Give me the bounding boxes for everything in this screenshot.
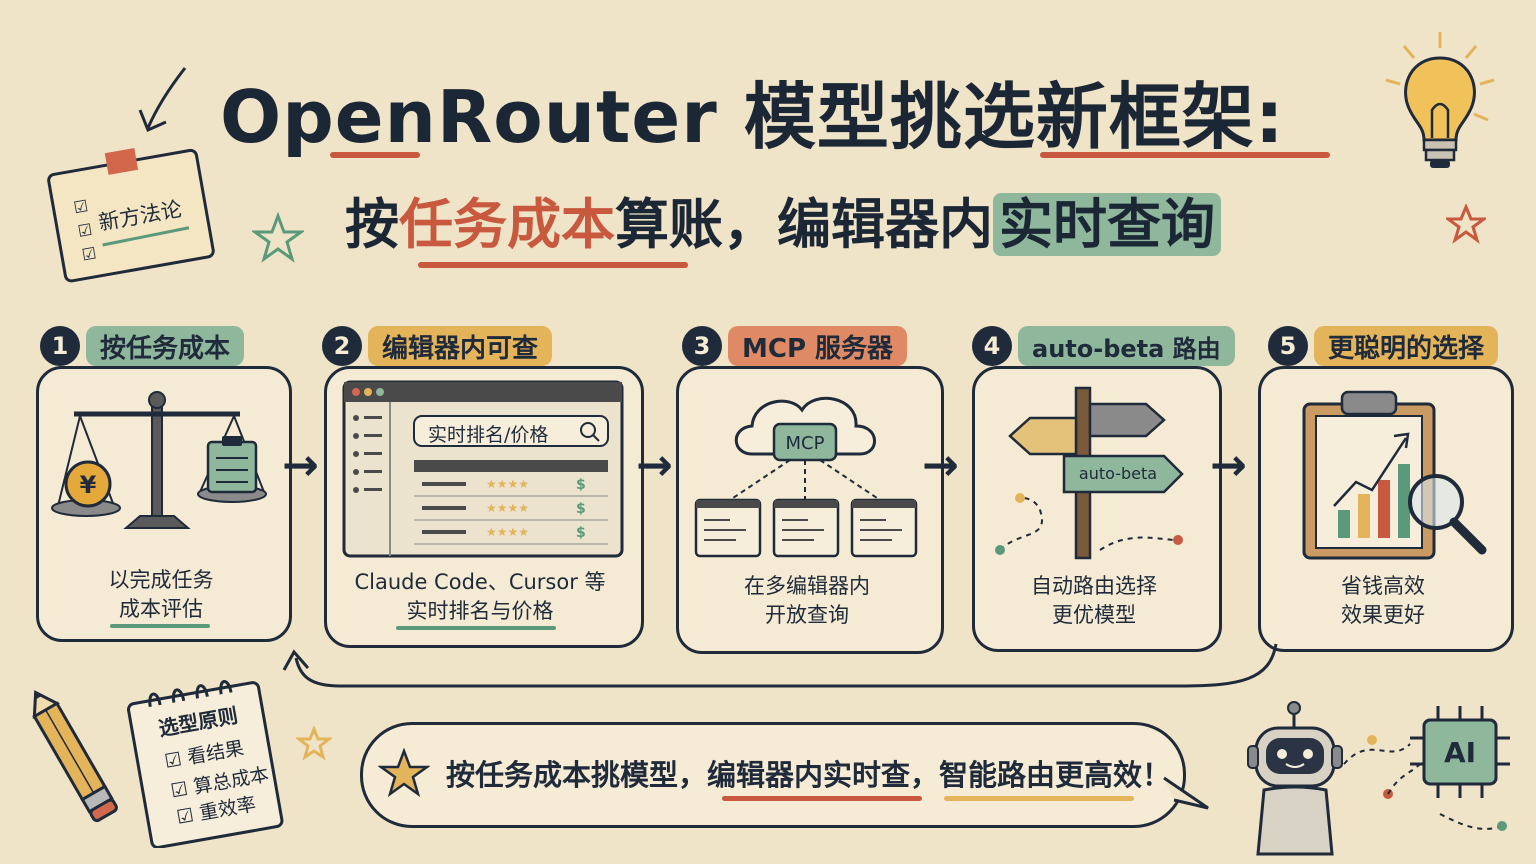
lightbulb-icon [1385, 32, 1495, 168]
signpost-label: auto-beta [1079, 464, 1157, 483]
subtitle-highlight-cost: 任务成本 [399, 193, 615, 256]
svg-text:☑: ☑ [72, 196, 89, 217]
step-label-2: 编辑器内可查 [368, 326, 553, 366]
svg-text:★★★★: ★★★★ [486, 501, 529, 515]
curved-arrow-icon [138, 67, 187, 133]
loop-back-arrow [282, 643, 1278, 688]
caption-line: 以完成任务 [108, 568, 214, 592]
svg-text:★★★★: ★★★★ [486, 477, 529, 491]
subtitle-part: 按 [345, 193, 399, 256]
step-caption-5: 省钱高效 效果更好 [1268, 572, 1498, 630]
subtitle-highlight-realtime: 实时查询 [993, 193, 1221, 256]
clipboard-chart-icon [1302, 390, 1487, 560]
caption-line: 省钱高效 [1341, 574, 1425, 598]
step-label-5: 更聪明的选择 [1314, 326, 1499, 366]
caption-line: Claude Code、Cursor 等 [354, 570, 606, 594]
pencil-icon [32, 690, 118, 823]
price-symbol: $ [576, 477, 586, 493]
notepad [127, 680, 284, 848]
step-caption-3: 在多编辑器内 开放查询 [686, 572, 928, 630]
signpost-icon: auto-beta [995, 386, 1184, 560]
star-icon [296, 726, 332, 761]
svg-text:★★★★: ★★★★ [486, 525, 529, 539]
subtitle-underline [418, 262, 688, 268]
bubble-tail [1163, 776, 1209, 810]
star-icon [378, 748, 430, 798]
step-number-4: 4 [972, 326, 1012, 366]
step-number-5: 5 [1268, 326, 1308, 366]
caption-line: 开放查询 [765, 603, 849, 627]
step-caption-1: 以完成任务 成本评估 [56, 566, 266, 624]
caption-line: 成本评估 [119, 597, 203, 621]
mcp-server-network: MCP [694, 396, 918, 558]
editor-window-mock: ★★★★ ★★★★ ★★★★ $ $ $ [342, 380, 624, 558]
summary-underline [944, 796, 1134, 801]
right-arrow-icon: → [1210, 440, 1247, 491]
caption-underline [110, 624, 210, 628]
step-caption-4: 自动路由选择 更优模型 [982, 572, 1206, 630]
step-label-3: MCP 服务器 [728, 326, 908, 366]
step-caption-2: Claude Code、Cursor 等 实时排名与价格 [330, 568, 630, 626]
caption-line: 在多编辑器内 [744, 574, 870, 598]
summary-underline [722, 796, 922, 801]
caption-line: 自动路由选择 [1031, 574, 1157, 598]
page-subtitle: 按任务成本算账，编辑器内实时查询 [345, 180, 1405, 264]
step-number-3: 3 [682, 326, 722, 366]
right-arrow-icon: → [922, 440, 959, 491]
svg-text:☑: ☑ [80, 243, 97, 264]
coin-symbol: ¥ [80, 471, 97, 499]
star-icon [1446, 204, 1486, 244]
price-symbol: $ [576, 525, 586, 541]
svg-text:☑: ☑ [76, 220, 93, 241]
price-symbol: $ [576, 501, 586, 517]
mcp-label: MCP [786, 433, 825, 454]
sticky-note: ☑ ☑ ☑ [47, 148, 215, 283]
caption-line: 更优模型 [1052, 603, 1136, 627]
title-underline [1040, 152, 1330, 158]
step-number-1: 1 [40, 326, 80, 366]
caption-line: 效果更好 [1341, 603, 1425, 627]
star-icon [252, 212, 304, 263]
ai-chip-label: AI [1444, 736, 1476, 769]
subtitle-part: 算账，编辑器内 [615, 193, 993, 256]
right-arrow-icon: → [282, 440, 319, 491]
caption-line: 实时排名与价格 [406, 599, 554, 623]
robot-ai-illustration: AI [1247, 701, 1510, 856]
page-title: OpenRouter 模型挑选新框架: [220, 75, 1285, 159]
title-underline [330, 152, 420, 158]
caption-underline [396, 626, 556, 630]
right-arrow-icon: → [636, 440, 673, 491]
step-number-2: 2 [322, 326, 362, 366]
step-label-4: auto-beta 路由 [1018, 326, 1235, 366]
step-label-1: 按任务成本 [86, 326, 245, 366]
balance-scale-icon: ¥ [51, 391, 267, 529]
editor-search-input: 实时排名/价格 [428, 424, 549, 446]
summary-bubble [360, 722, 1186, 828]
summary-text: 按任务成本挑模型，编辑器内实时查，智能路由更高效！ [446, 758, 1172, 792]
